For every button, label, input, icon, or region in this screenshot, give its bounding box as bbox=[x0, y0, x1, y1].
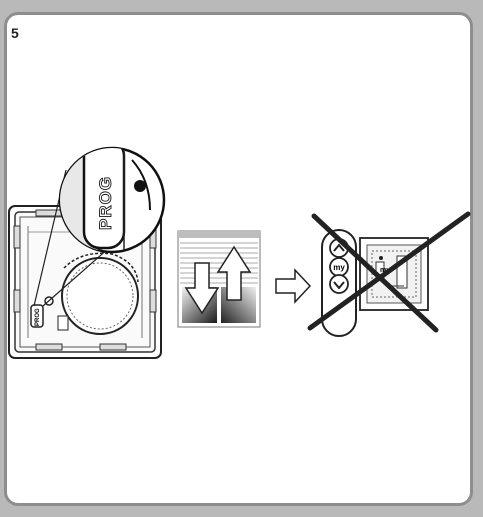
step-number: 5 bbox=[11, 25, 19, 41]
prog-button-magnifier: PROG bbox=[58, 146, 166, 254]
wall-switch: my bbox=[359, 237, 429, 311]
switch-my-label: my bbox=[380, 267, 390, 274]
remote-control: my bbox=[321, 229, 357, 337]
arrow-right-icon bbox=[275, 268, 312, 304]
arrow-down-icon bbox=[184, 262, 220, 315]
prog-button-small-label: PROG bbox=[35, 308, 41, 326]
prog-button-label: PROG bbox=[96, 176, 115, 230]
chevron-down-icon bbox=[333, 281, 345, 290]
arrow-up-icon bbox=[216, 245, 252, 301]
shutter-up-down-icon bbox=[177, 230, 261, 328]
my-button-label: my bbox=[333, 263, 345, 272]
cross-out-mark bbox=[307, 211, 471, 333]
chevron-up-icon bbox=[333, 243, 345, 252]
